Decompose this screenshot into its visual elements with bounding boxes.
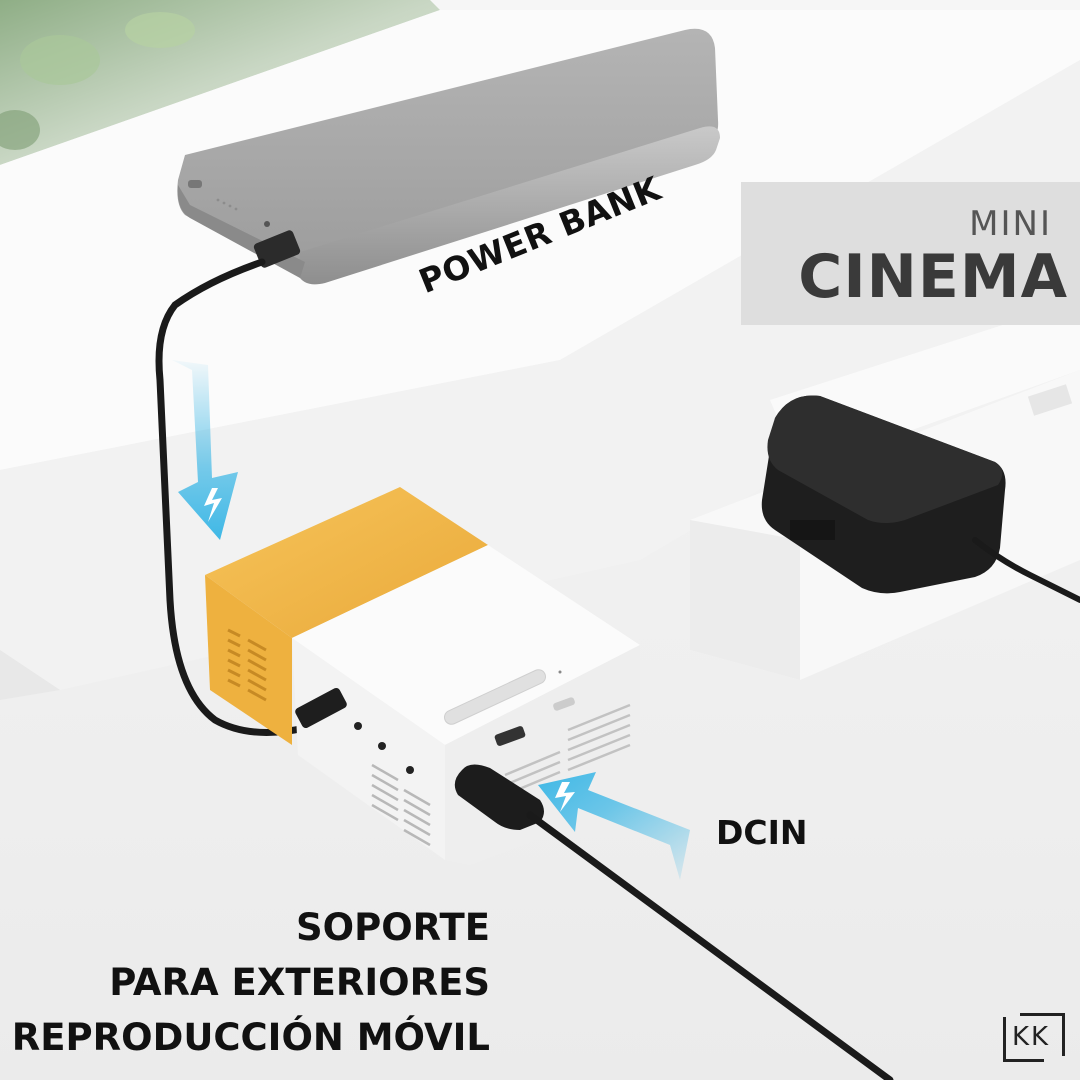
leaf-blur — [20, 35, 100, 85]
power-adapter — [761, 395, 1080, 603]
feature-list: SOPORTE PARA EXTERIORES REPRODUCCIÓN MÓV… — [12, 900, 490, 1065]
brand-title-large: CINEMA — [798, 242, 1068, 312]
usb-slot-icon — [553, 697, 575, 711]
indicator-led — [558, 670, 562, 674]
shelf-shadow — [0, 650, 60, 700]
brand-title-small: MINI — [969, 204, 1052, 244]
usb-cable — [155, 230, 309, 736]
brand-title-box: MINI CINEMA — [741, 182, 1080, 325]
brand-logo: KK — [1003, 1013, 1065, 1062]
audio-port-icon — [354, 722, 362, 730]
charge-arrow-down-icon — [172, 360, 238, 540]
av-port-icon — [378, 742, 386, 750]
lightning-icon — [555, 782, 575, 812]
sd-port-icon — [406, 766, 414, 774]
side-vents — [371, 763, 431, 847]
logo-bracket-left — [1003, 1017, 1044, 1062]
control-buttons — [443, 669, 547, 725]
shelf-top — [0, 10, 1080, 470]
dc-in-label: DCIN — [716, 813, 808, 852]
leaf-blur — [125, 12, 195, 48]
feature-item: PARA EXTERIORES — [109, 961, 490, 1004]
front-vents — [504, 703, 631, 797]
yellow-vents — [227, 628, 267, 702]
hdmi-port-icon — [494, 726, 526, 746]
lightning-icon — [204, 488, 222, 522]
charge-arrow-in-icon — [538, 772, 690, 880]
usb-port-icon — [188, 180, 202, 188]
plant-background — [0, 0, 440, 165]
feature-item: REPRODUCCIÓN MÓVIL — [11, 1016, 490, 1059]
feature-item: SOPORTE — [295, 906, 490, 949]
dc-cable — [454, 764, 894, 1080]
logo-text: KK — [1012, 1022, 1051, 1052]
power-button-icon — [264, 221, 270, 227]
leaf-blur — [0, 110, 40, 150]
logo-bracket-right — [1020, 1013, 1065, 1056]
battery-led-indicators — [216, 198, 238, 211]
